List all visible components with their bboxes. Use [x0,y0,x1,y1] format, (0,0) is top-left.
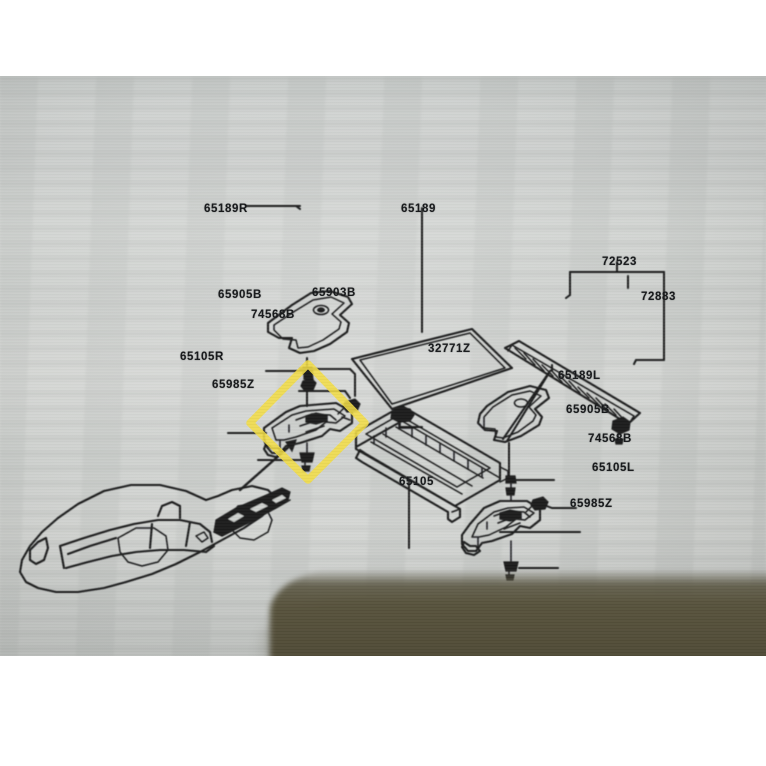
paper-background [0,76,766,656]
label-72523: 72523 [602,256,637,268]
label-65905B-right: 65905B [566,404,610,416]
part-72883-shape [611,416,631,445]
part-72523-shape [503,339,642,426]
label-65189L: 65189L [558,370,601,382]
paper-scanline-texture [0,76,766,656]
part-65105L-shape [460,499,542,557]
exploded-parts-drawing: .ink { fill:none; stroke:#1b1d1f; stroke… [18,205,665,594]
catalog-page-photo: .ink { fill:none; stroke:#1b1d1f; stroke… [0,76,766,656]
part-65985Z-left-shape [299,442,315,472]
label-65189R: 65189R [204,203,248,215]
part-65189R-shape [266,289,354,355]
part-65903B-shape [300,371,317,407]
paper-showthrough-text [0,76,766,656]
part-65105-shape [354,404,509,524]
label-74568B-left: 74568B [251,309,295,321]
part-74568B-left-shape [525,496,549,513]
label-72883: 72883 [641,291,676,303]
label-65903B: 65903B [312,287,356,299]
label-65189: 65189 [401,203,436,215]
label-32771Z: 32771Z [428,343,471,355]
label-65105R: 65105R [180,351,224,363]
highlight-marker [246,360,369,484]
part-65105R-shape [262,401,354,459]
leader-74568B-right [543,504,577,509]
vehicle-console-shaded [213,487,291,537]
part-65189L-shape [476,384,551,444]
label-65985Z-right: 65985Z [570,498,613,510]
label-65105L: 65105L [592,462,635,474]
label-65905B-left: 65905B [218,289,262,301]
photo-shadow-band [270,570,766,656]
label-65105: 65105 [399,476,434,488]
part-65189-shape [350,327,514,411]
label-65985Z-left: 65985Z [212,379,255,391]
vehicle-callout-arrow-head [285,439,297,453]
label-74568B-right: 74568B [588,433,632,445]
photo-vignette [0,76,766,656]
vehicle-inset-drawing [18,483,291,594]
part-65905B-right-shape [505,475,517,501]
